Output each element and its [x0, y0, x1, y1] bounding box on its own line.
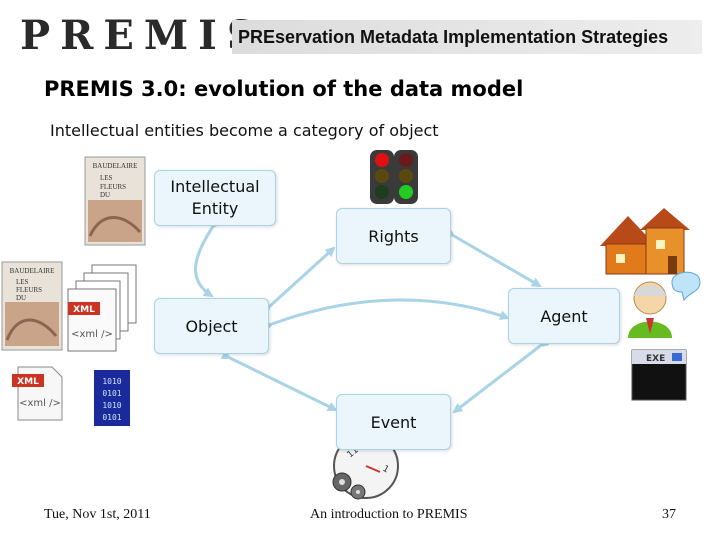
- header-banner: P R E M I S PREservation Metadata Implem…: [0, 0, 720, 80]
- xml-file-stack-icon: XML <xml />: [67, 264, 137, 352]
- traffic-light-icon: [370, 150, 418, 204]
- connector-arrows: [194, 218, 550, 414]
- page-number: 37: [662, 507, 676, 522]
- svg-text:0101: 0101: [102, 389, 121, 398]
- entity-agent: Agent: [508, 288, 620, 344]
- book-cover-image: BAUDELAIRE LES FLEURS DU: [84, 156, 146, 246]
- svg-text:FLEURS: FLEURS: [100, 183, 126, 191]
- logo-letter: I: [198, 11, 219, 59]
- xml-file-icon: XML <xml />: [12, 366, 63, 421]
- book-cover-text: BAUDELAIRE: [93, 162, 138, 170]
- banner-title: PREservation Metadata Implementation Str…: [238, 27, 669, 47]
- svg-text:BAUDELAIRE: BAUDELAIRE: [10, 267, 55, 275]
- footer-date: Tue, Nov 1st, 2011: [44, 507, 151, 522]
- svg-text:LES: LES: [16, 278, 29, 286]
- svg-text:1010: 1010: [102, 401, 121, 410]
- arrow-object-agent: [262, 298, 510, 332]
- svg-text:DU: DU: [16, 294, 26, 302]
- svg-text:LES: LES: [100, 174, 113, 182]
- entity-rights: Rights: [336, 208, 451, 264]
- svg-text:XML: XML: [73, 305, 95, 315]
- entity-object: Object: [154, 298, 269, 354]
- person-agent-icon: [628, 271, 701, 338]
- svg-text:FLEURS: FLEURS: [16, 286, 42, 294]
- svg-text:0101: 0101: [102, 413, 121, 422]
- logo-letter: M: [143, 11, 191, 59]
- arrow-ie-object: [194, 218, 221, 298]
- svg-text:1010: 1010: [102, 377, 121, 386]
- logo-letter: R: [60, 11, 96, 59]
- arrow-object-rights: [260, 246, 336, 316]
- arrow-rights-agent: [444, 227, 542, 288]
- binary-data-icon: 1010 0101 1010 0101: [94, 370, 130, 426]
- svg-text:<xml />: <xml />: [71, 329, 113, 340]
- svg-text:DU: DU: [100, 191, 110, 199]
- slide-subtitle: Intellectual entities become a category …: [50, 121, 439, 140]
- banner-bar: [232, 20, 702, 54]
- svg-text:XML: XML: [17, 377, 39, 387]
- svg-text:1: 1: [381, 464, 391, 476]
- slide-title: PREMIS 3.0: evolution of the data model: [44, 77, 524, 101]
- book-cover-image-small: BAUDELAIRE LES FLEURS DU: [1, 261, 63, 351]
- house-icon: [600, 208, 690, 275]
- entity-intellectual-entity: Intellectual Entity: [154, 170, 276, 226]
- logo-letter: E: [103, 11, 136, 59]
- exe-program-icon: EXE: [631, 349, 687, 401]
- arrow-object-event: [220, 349, 338, 412]
- svg-text:<xml />: <xml />: [19, 398, 61, 409]
- logo-letter: P: [20, 11, 53, 59]
- footer-center-text: An introduction to PREMIS: [310, 507, 468, 522]
- svg-text:EXE: EXE: [646, 354, 665, 364]
- arrow-agent-event: [452, 337, 550, 414]
- entity-event: Event: [336, 394, 451, 450]
